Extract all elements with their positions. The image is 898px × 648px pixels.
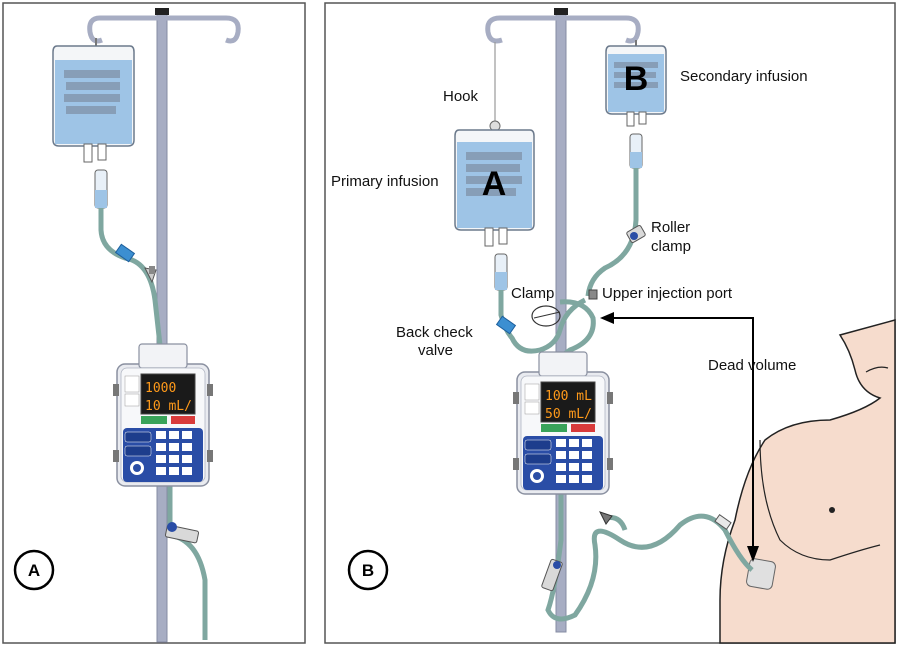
pump-b-display-line1: 100 mL (545, 389, 592, 404)
back-check-valve-icon (495, 315, 517, 335)
pump-a-display-line1: 1000 (145, 381, 176, 396)
pump-b-display-line2: 50 mL/ (545, 407, 592, 422)
panel-b-badge: B (347, 549, 389, 591)
label-primary-infusion: Primary infusion (331, 173, 439, 190)
label-upper-injection-port: Upper injection port (602, 285, 733, 302)
clamp-icon (531, 305, 561, 327)
label-secondary-infusion: Secondary infusion (680, 68, 808, 85)
label-dead-volume: Dead volume (708, 357, 796, 374)
patient-torso (719, 319, 896, 644)
iv-bag-primary: A (454, 129, 535, 247)
panel-b: A B (324, 2, 896, 644)
panel-b-letter: B (362, 561, 374, 580)
label-roller-clamp-1: Roller (651, 219, 690, 236)
label-back-check-1: Back check (396, 324, 473, 341)
pump-a-display-line2: 10 mL/ (145, 399, 192, 414)
label-back-check-2: valve (418, 342, 453, 359)
panel-a-letter: A (28, 561, 40, 580)
infusion-pump-b: 100 mL 50 mL/ (512, 351, 614, 495)
iv-bag-secondary: B (605, 40, 667, 127)
label-clamp: Clamp (511, 285, 554, 302)
panel-a-border (2, 2, 306, 644)
dead-volume-arrow (600, 312, 759, 562)
iv-bag-a (52, 38, 135, 163)
infusion-pump-a: 1000 10 mL/ (112, 343, 214, 487)
primary-bag-letter: A (482, 165, 507, 203)
tubing-a (94, 169, 208, 640)
label-hook: Hook (443, 88, 479, 105)
label-roller-clamp-2: clamp (651, 238, 691, 255)
lower-y-site-icon (599, 511, 613, 525)
panel-a: 1000 10 mL/ A (2, 2, 306, 644)
upper-injection-port-icon (588, 289, 598, 300)
catheter-connector-icon (714, 514, 732, 530)
secondary-bag-letter: B (624, 60, 649, 98)
panel-a-badge: A (13, 549, 55, 591)
